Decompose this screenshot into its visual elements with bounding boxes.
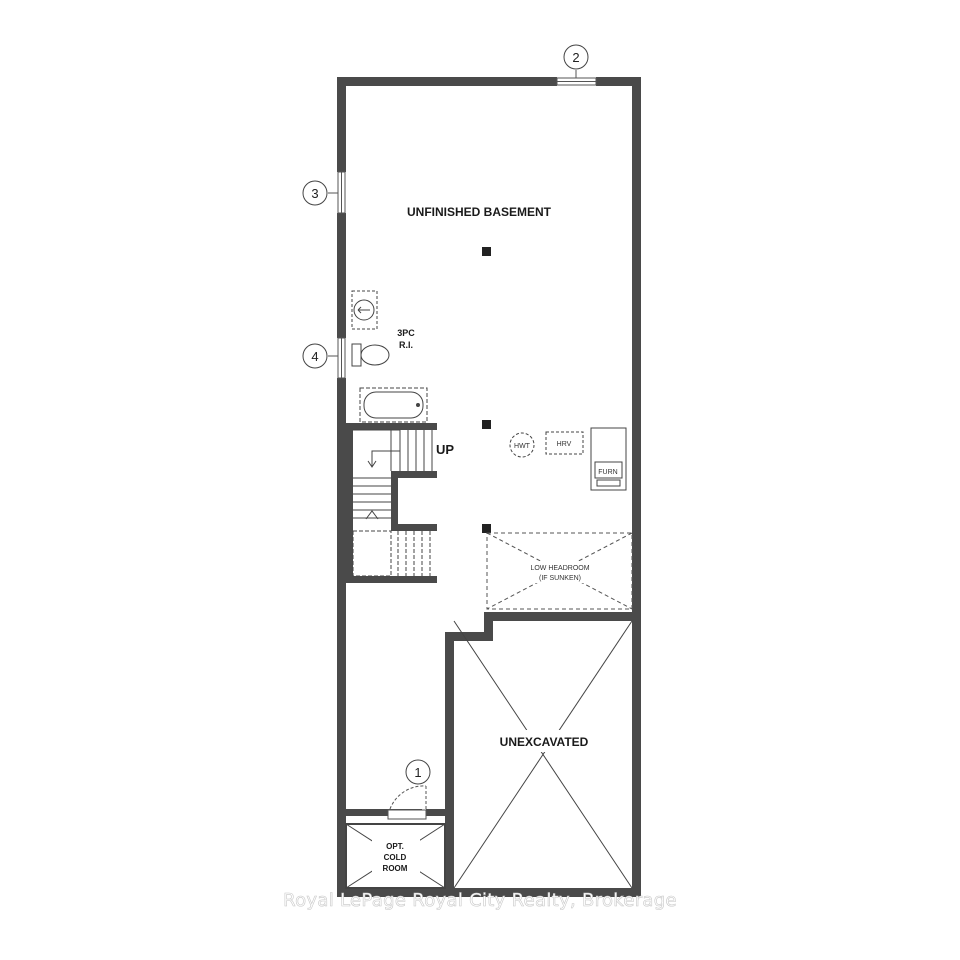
low-headroom-label-bg xyxy=(528,561,593,583)
brokerage-watermark: Royal LePage Royal City Realty, Brokerag… xyxy=(283,890,677,911)
svg-text:1: 1 xyxy=(414,765,421,780)
svg-text:3: 3 xyxy=(311,186,318,201)
svg-text:HRV: HRV xyxy=(557,441,572,448)
svg-text:HWT: HWT xyxy=(514,443,531,450)
bathtub-fixture xyxy=(359,387,428,423)
unfinished-basement-label: UNFINISHED BASEMENT xyxy=(407,205,552,219)
window-2 xyxy=(556,77,597,86)
callout-3: 3 xyxy=(302,180,338,206)
window-4 xyxy=(337,337,346,379)
cold-room-label-bg xyxy=(372,838,420,874)
low-headroom-area xyxy=(486,532,633,610)
stair-treads xyxy=(352,429,433,577)
toilet-fixture xyxy=(351,343,390,367)
callout-4: 4 xyxy=(302,343,338,369)
svg-text:2: 2 xyxy=(572,50,579,65)
svg-text:FURN: FURN xyxy=(598,469,617,476)
stair-walls xyxy=(346,423,437,583)
low-headroom-label-1: LOW HEADROOM xyxy=(530,565,589,572)
unexcavated-label-bg xyxy=(488,730,600,752)
stair-up-label: UP xyxy=(436,442,454,457)
cold-room-door xyxy=(387,785,427,820)
hrv-unit: HRV xyxy=(545,431,584,455)
floor-drain-fixture xyxy=(351,290,378,330)
callout-2: 2 xyxy=(563,44,589,78)
exterior-walls xyxy=(337,77,641,897)
support-posts xyxy=(482,247,491,533)
cold-room-label-2: COLD xyxy=(384,853,407,862)
unexcavated-label: UNEXCAVATED xyxy=(500,735,589,749)
unexcavated-walls xyxy=(346,612,636,897)
hot-water-tank: HWT xyxy=(509,432,535,458)
cold-room-label-1: OPT. xyxy=(386,842,404,851)
svg-text:4: 4 xyxy=(311,349,318,364)
bath-rough-in-label-1: 3PC xyxy=(397,328,415,338)
low-headroom-label-2: (IF SUNKEN) xyxy=(539,575,581,582)
furnace: FURN xyxy=(590,427,627,491)
bath-rough-in-label-2: R.I. xyxy=(399,340,413,350)
callout-1: 1 xyxy=(405,759,431,785)
window-3 xyxy=(337,171,346,214)
cold-room-label-3: ROOM xyxy=(383,864,408,873)
unexcavated-cross xyxy=(453,620,633,889)
